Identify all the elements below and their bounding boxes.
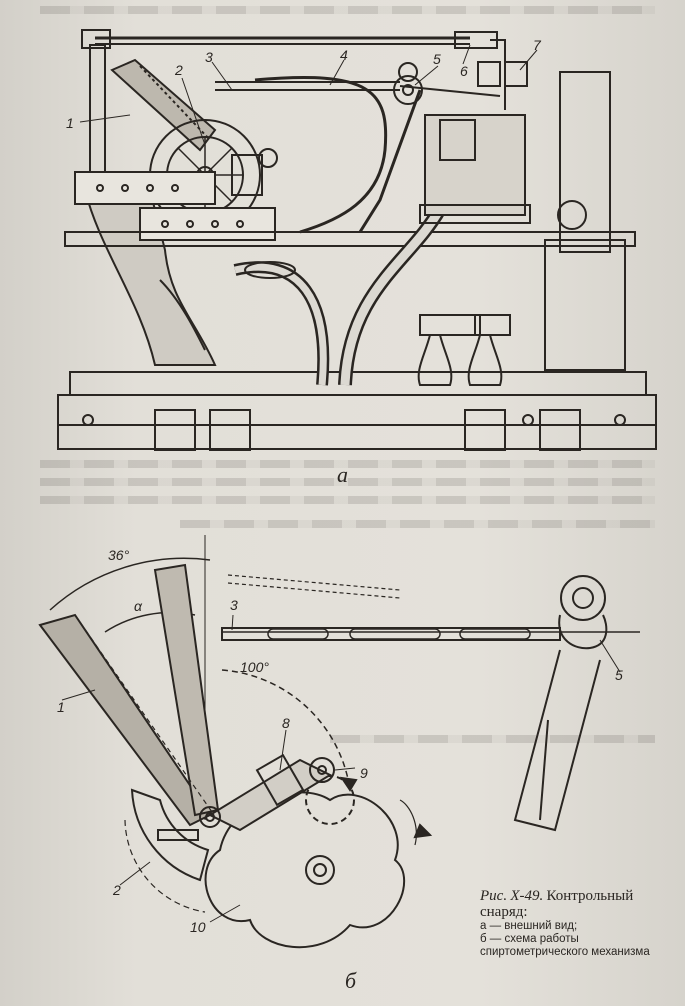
label-b-5: 5: [615, 667, 623, 683]
bleed-through-text: [40, 460, 655, 468]
label-b-9: 9: [360, 765, 368, 781]
caption-title: Контрольный снаряд:: [480, 888, 634, 920]
caption-item-b: б — схема работы спиртометрического меха…: [480, 933, 650, 958]
label-a-4: 4: [340, 47, 348, 63]
base-skirt: [57, 424, 657, 450]
caption-item-a: а — внешний вид;: [480, 920, 578, 932]
label-b-8: 8: [282, 715, 290, 731]
figure-b-letter: б: [345, 968, 357, 993]
label-b-2: 2: [112, 882, 121, 898]
rod-3: [221, 627, 561, 641]
figure-caption: Рис. X-49. Контрольный снаряд: а — внешн…: [480, 888, 665, 959]
disc-segment-2: [130, 788, 210, 882]
star-wheel-10: [204, 791, 406, 949]
platform: [64, 231, 636, 247]
bleed-through-text: [40, 6, 655, 14]
bleed-through-text: [180, 520, 655, 528]
caption-number: X-49.: [510, 888, 544, 904]
angle-alpha: α: [134, 598, 143, 614]
label-a-3: 3: [205, 49, 213, 65]
figure-a-letter: а: [337, 462, 348, 487]
label-a-6: 6: [460, 63, 468, 79]
bleed-through-text: [330, 735, 655, 743]
arm-scale: [110, 58, 217, 152]
label-b-1: 1: [57, 699, 65, 715]
link-8: [207, 758, 333, 832]
bleed-through-text: [40, 496, 655, 504]
angle-36: 36°: [108, 547, 130, 563]
pivot-5-schematic: [560, 575, 606, 621]
base-top-plate: [69, 371, 647, 396]
label-b-3: 3: [230, 597, 238, 613]
bleed-through-text: [40, 478, 655, 486]
pivot-5: [393, 75, 423, 105]
arc-36: [49, 557, 211, 611]
label-a-1: 1: [66, 115, 74, 131]
angle-100: 100°: [240, 659, 269, 675]
caption-prefix: Рис.: [480, 888, 508, 904]
label-a-7: 7: [533, 37, 542, 53]
label-b-10: 10: [190, 919, 206, 935]
label-a-2: 2: [174, 62, 183, 78]
arc-100: [221, 669, 351, 791]
carriage: [74, 171, 216, 205]
pin-9: [309, 757, 335, 783]
label-a-5: 5: [433, 51, 441, 67]
